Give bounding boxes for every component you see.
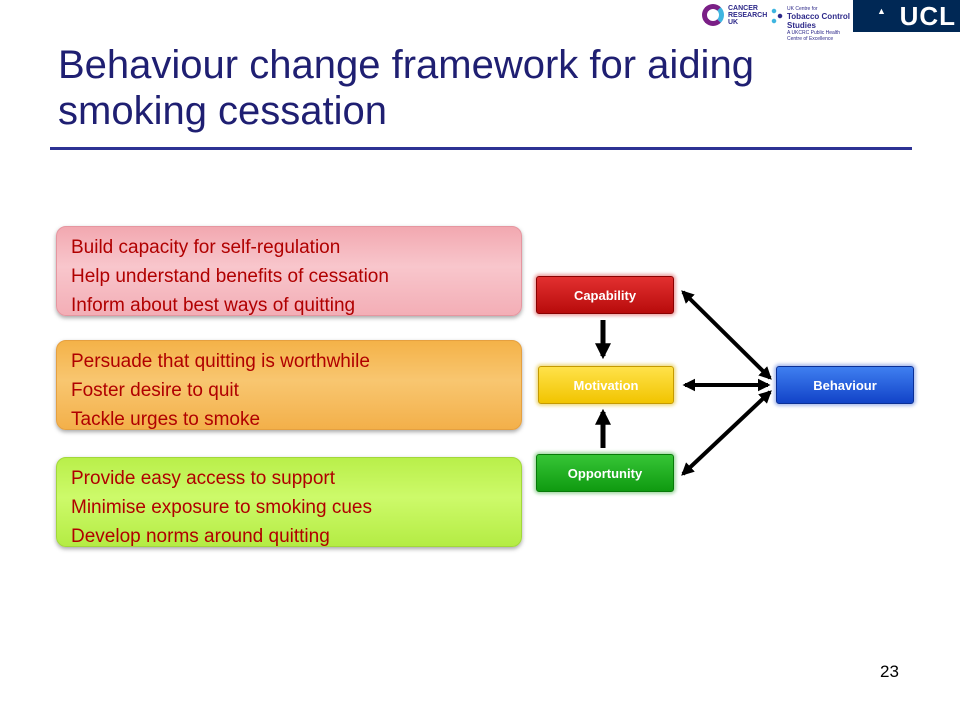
ucl-dome-icon: ▲ (877, 6, 887, 16)
opportunity-box: Provide easy access to support Minimise … (56, 457, 522, 547)
motivation-line-1: Persuade that quitting is worthwhile (71, 351, 370, 372)
ukctcs-logo-text: UK Centre for Tobacco Control Studies A … (787, 6, 850, 42)
motivation-line-2: Foster desire to quit (71, 380, 239, 401)
opportunity-line-1: Provide easy access to support (71, 468, 336, 489)
cruk-line-2: RESEARCH (728, 12, 768, 19)
ukctcs-logo-mark (770, 7, 784, 25)
cruk-line-1: CANCER (728, 5, 758, 12)
slide-title: Behaviour change framework for aiding sm… (58, 43, 754, 133)
opportunity-node: Opportunity (536, 454, 674, 492)
title-underline (50, 147, 912, 150)
capability-line-1: Build capacity for self-regulation (71, 237, 341, 258)
cruk-line-3: UK (728, 19, 739, 26)
ukctcs-sub-text: A UKCRC Public Health Centre of Excellen… (787, 30, 841, 42)
opportunity-line-2: Minimise exposure to smoking cues (71, 497, 372, 518)
arrow-opportunity-behaviour (681, 390, 772, 476)
cruk-logo-text: CANCER RESEARCH UK (728, 5, 767, 26)
ucl-logo-text: UCL (899, 1, 956, 31)
capability-node: Capability (536, 276, 674, 314)
ukctcs-logo: UK Centre for Tobacco Control Studies A … (770, 4, 850, 42)
ukctcs-name: Tobacco Control Studies (787, 12, 850, 30)
capability-line-2: Help understand benefits of cessation (71, 266, 389, 287)
com-b-diagram: Capability Motivation Opportunity Behavi… (530, 268, 930, 500)
cancer-research-uk-logo: CANCER RESEARCH UK (702, 4, 770, 30)
capability-box: Build capacity for self-regulation Help … (56, 226, 522, 316)
behaviour-node: Behaviour (776, 366, 914, 404)
page-number: 23 (880, 662, 899, 681)
opportunity-line-3: Develop norms around quitting (71, 526, 330, 547)
motivation-box: Persuade that quitting is worthwhile Fos… (56, 340, 522, 430)
arrow-capability-behaviour (681, 290, 772, 380)
ucl-logo: ▲ UCL (853, 0, 960, 32)
diagram-arrows (594, 290, 772, 476)
motivation-line-3: Tackle urges to smoke (71, 409, 261, 430)
ukctcs-small-text: UK Centre for (787, 6, 818, 12)
cruk-logo-mark (702, 4, 724, 26)
motivation-node: Motivation (538, 366, 674, 404)
capability-line-3: Inform about best ways of quitting (71, 295, 356, 316)
